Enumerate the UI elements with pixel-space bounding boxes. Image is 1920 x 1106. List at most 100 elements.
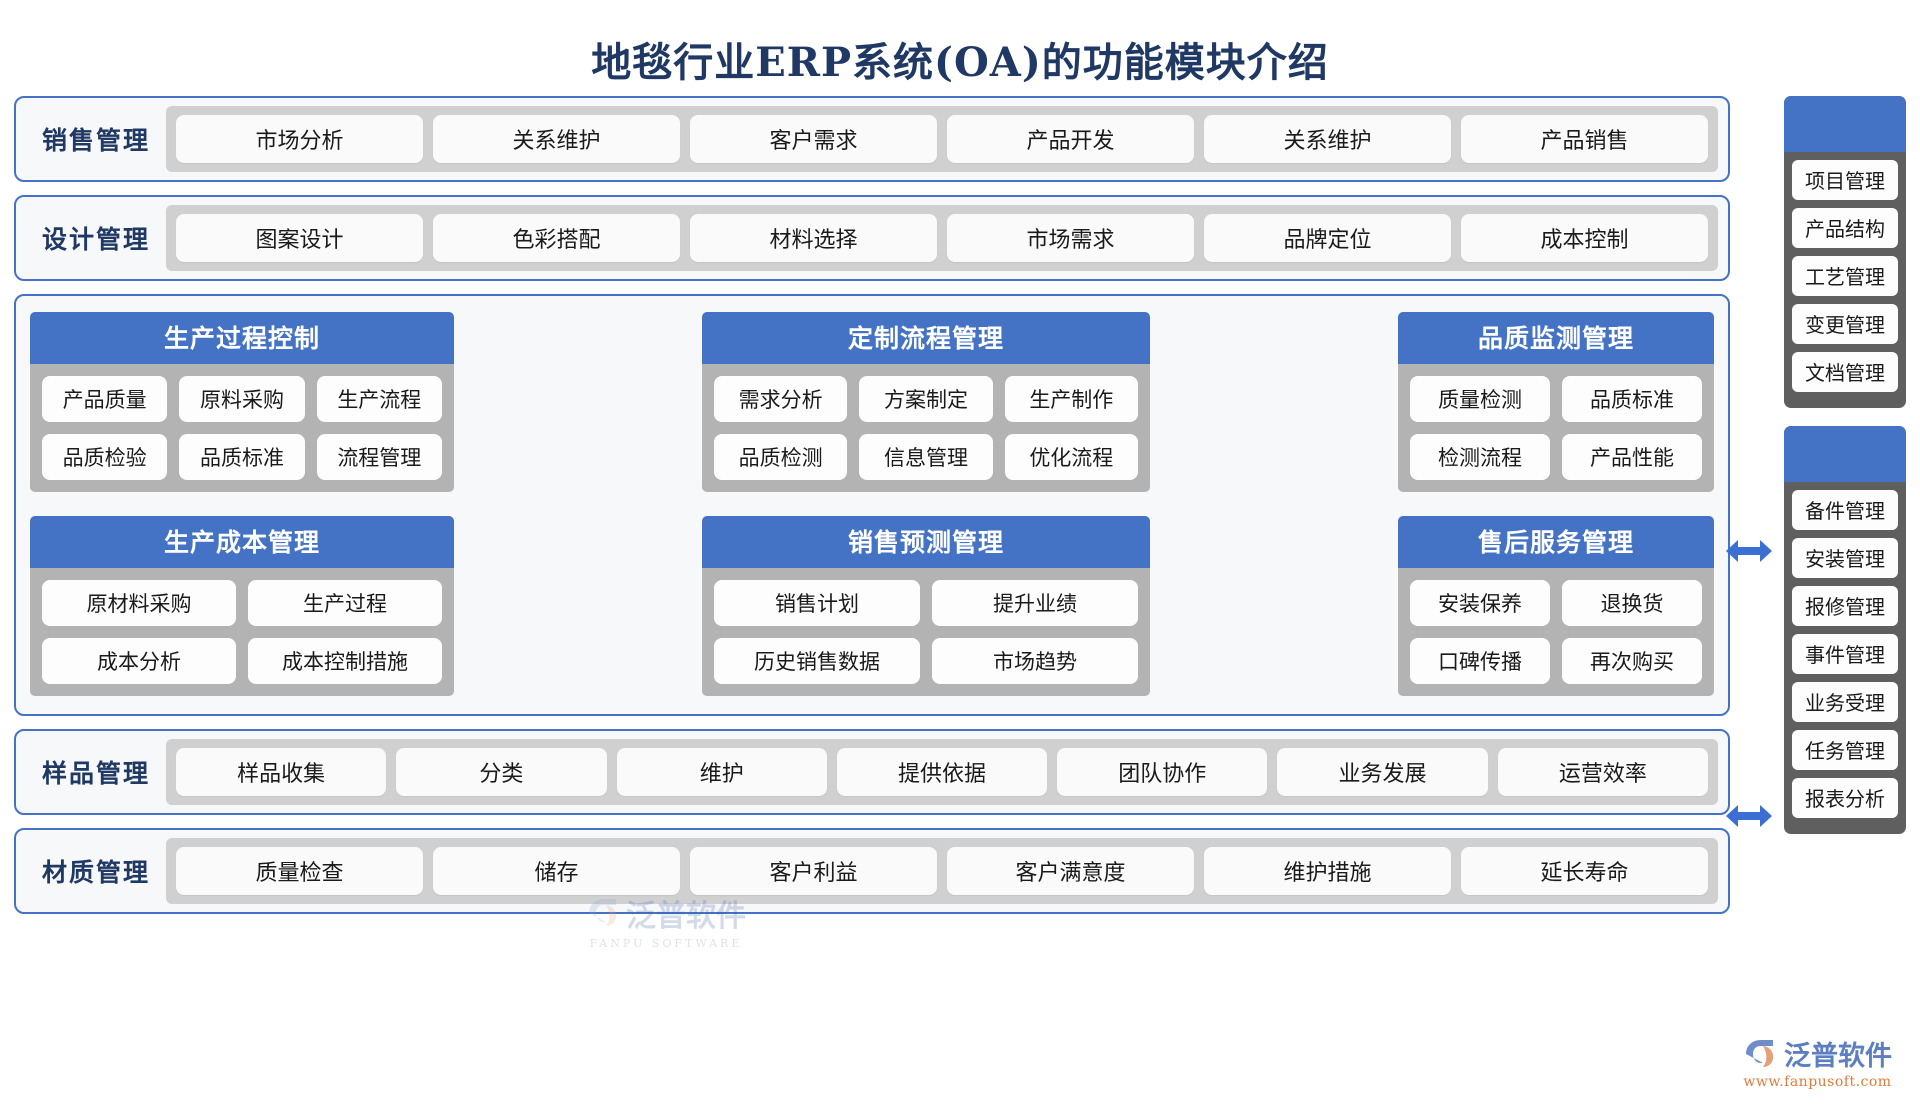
cell[interactable]: 产品性能	[1562, 434, 1702, 480]
panel-production-process-control: 生产过程控制 产品质量 原料采购 生产流程 品质检验 品质标准 流程管理	[30, 312, 454, 492]
brand-url: www.fanpusoft.com	[1743, 1074, 1892, 1090]
panel-line: 口碑传播 再次购买	[1410, 638, 1702, 684]
chip[interactable]: 客户需求	[690, 115, 937, 163]
band-items-design: 图案设计 色彩搭配 材料选择 市场需求 品牌定位 成本控制	[166, 205, 1718, 271]
chip[interactable]: 产品销售	[1461, 115, 1708, 163]
chip[interactable]: 业务发展	[1277, 748, 1488, 796]
panel-title: 品质监测管理	[1398, 312, 1714, 364]
panel-custom-process-management: 定制流程管理 需求分析 方案制定 生产制作 品质检测 信息管理 优化流程	[702, 312, 1150, 492]
chip[interactable]: 样品收集	[176, 748, 387, 796]
cell[interactable]: 检测流程	[1410, 434, 1550, 480]
cell[interactable]: 品质标准	[1562, 376, 1702, 422]
sidebar-item[interactable]: 变更管理	[1792, 304, 1898, 344]
chip[interactable]: 储存	[433, 847, 680, 895]
band-label-material: 材质管理	[41, 858, 150, 887]
chip[interactable]: 色彩搭配	[433, 214, 680, 262]
chip[interactable]: 材料选择	[690, 214, 937, 262]
chip[interactable]: 市场分析	[176, 115, 423, 163]
chip[interactable]: 产品开发	[947, 115, 1194, 163]
cell[interactable]: 质量检测	[1410, 376, 1550, 422]
cell[interactable]: 退换货	[1562, 580, 1702, 626]
chip[interactable]: 关系维护	[433, 115, 680, 163]
chip[interactable]: 市场需求	[947, 214, 1194, 262]
chip[interactable]: 维护	[616, 748, 827, 796]
cell[interactable]: 优化流程	[1004, 434, 1138, 480]
cell[interactable]: 品质标准	[179, 434, 305, 480]
cell[interactable]: 提升业绩	[932, 580, 1138, 626]
panel-title: 售后服务管理	[1398, 516, 1714, 568]
chip[interactable]: 团队协作	[1057, 748, 1268, 796]
cell[interactable]: 生产制作	[1004, 376, 1138, 422]
panel-line: 质量检测 品质标准	[1410, 376, 1702, 422]
sidebar-item[interactable]: 业务受理	[1792, 682, 1898, 722]
chip[interactable]: 分类	[396, 748, 607, 796]
panel-body: 需求分析 方案制定 生产制作 品质检测 信息管理 优化流程	[702, 364, 1150, 492]
sidebar-box-header	[1784, 426, 1906, 482]
chip[interactable]: 维护措施	[1204, 847, 1451, 895]
sidebar-item[interactable]: 产品结构	[1792, 208, 1898, 248]
page-title: 地毯行业ERP系统(OA)的功能模块介绍	[591, 39, 1329, 86]
chip[interactable]: 品牌定位	[1204, 214, 1451, 262]
cell[interactable]: 成本分析	[42, 638, 236, 684]
cell[interactable]: 市场趋势	[932, 638, 1138, 684]
panel-line: 品质检测 信息管理 优化流程	[714, 434, 1138, 480]
band-label-sales: 销售管理	[41, 126, 150, 155]
sidebar-item[interactable]: 事件管理	[1792, 634, 1898, 674]
chip[interactable]: 客户利益	[690, 847, 937, 895]
cell[interactable]: 生产流程	[316, 376, 442, 422]
cell[interactable]: 品质检测	[714, 434, 848, 480]
sidebar-item[interactable]: 报修管理	[1792, 586, 1898, 626]
panel-body: 原材料采购 生产过程 成本分析 成本控制措施	[30, 568, 454, 696]
cell[interactable]: 原材料采购	[42, 580, 236, 626]
panel-title: 生产成本管理	[30, 516, 454, 568]
panel-sales-forecast-management: 销售预测管理 销售计划 提升业绩 历史销售数据 市场趋势	[702, 516, 1150, 696]
right-sidebar: 项目管理 产品结构 工艺管理 变更管理 文档管理 备件管理 安装管理 报修管理 …	[1784, 96, 1906, 852]
panel-line: 产品质量 原料采购 生产流程	[42, 376, 442, 422]
band-items-material: 质量检查 储存 客户利益 客户满意度 维护措施 延长寿命	[166, 838, 1718, 904]
sidebar-item[interactable]: 安装管理	[1792, 538, 1898, 578]
cell[interactable]: 口碑传播	[1410, 638, 1550, 684]
middle-row-2: 生产成本管理 原材料采购 生产过程 成本分析 成本控制措施 销售预测管理	[30, 516, 1714, 696]
chip[interactable]: 质量检查	[176, 847, 423, 895]
connector-arrow-top	[1726, 536, 1772, 566]
cell[interactable]: 品质检验	[42, 434, 168, 480]
brand-logo: 泛普软件 www.fanpusoft.com	[1743, 1034, 1892, 1090]
cell[interactable]: 信息管理	[859, 434, 993, 480]
cell[interactable]: 原料采购	[179, 376, 305, 422]
sidebar-item[interactable]: 任务管理	[1792, 730, 1898, 770]
sidebar-item[interactable]: 报表分析	[1792, 778, 1898, 818]
panel-line: 检测流程 产品性能	[1410, 434, 1702, 480]
panel-body: 安装保养 退换货 口碑传播 再次购买	[1398, 568, 1714, 696]
sidebar-item[interactable]: 文档管理	[1792, 352, 1898, 392]
cell[interactable]: 销售计划	[714, 580, 920, 626]
panel-line: 需求分析 方案制定 生产制作	[714, 376, 1138, 422]
chip[interactable]: 图案设计	[176, 214, 423, 262]
panel-line: 历史销售数据 市场趋势	[714, 638, 1138, 684]
chip[interactable]: 提供依据	[836, 748, 1048, 796]
sidebar-box-engineering: 项目管理 产品结构 工艺管理 变更管理 文档管理	[1784, 96, 1906, 408]
sidebar-item[interactable]: 工艺管理	[1792, 256, 1898, 296]
cell[interactable]: 再次购买	[1562, 638, 1702, 684]
cell[interactable]: 需求分析	[714, 376, 848, 422]
band-items-sample: 样品收集 分类 维护 提供依据 团队协作 业务发展 运营效率	[166, 739, 1718, 805]
chip[interactable]: 运营效率	[1497, 748, 1708, 796]
band-design: 设计管理 图案设计 色彩搭配 材料选择 市场需求 品牌定位 成本控制	[14, 195, 1730, 281]
fanpu-logo-icon	[1746, 1039, 1774, 1067]
sidebar-item[interactable]: 备件管理	[1792, 490, 1898, 530]
cell[interactable]: 成本控制措施	[248, 638, 442, 684]
panel-after-sales-service-management: 售后服务管理 安装保养 退换货 口碑传播 再次购买	[1398, 516, 1714, 696]
sidebar-box-service: 备件管理 安装管理 报修管理 事件管理 业务受理 任务管理 报表分析	[1784, 426, 1906, 834]
panel-body: 质量检测 品质标准 检测流程 产品性能	[1398, 364, 1714, 492]
sidebar-item[interactable]: 项目管理	[1792, 160, 1898, 200]
cell[interactable]: 流程管理	[316, 434, 442, 480]
chip[interactable]: 成本控制	[1461, 214, 1708, 262]
cell[interactable]: 历史销售数据	[714, 638, 920, 684]
cell[interactable]: 安装保养	[1410, 580, 1550, 626]
middle-frame: 生产过程控制 产品质量 原料采购 生产流程 品质检验 品质标准 流程管理	[14, 294, 1730, 950]
chip[interactable]: 客户满意度	[947, 847, 1194, 895]
chip[interactable]: 关系维护	[1204, 115, 1451, 163]
cell[interactable]: 生产过程	[248, 580, 442, 626]
cell[interactable]: 方案制定	[859, 376, 993, 422]
cell[interactable]: 产品质量	[42, 376, 168, 422]
chip[interactable]: 延长寿命	[1461, 847, 1708, 895]
